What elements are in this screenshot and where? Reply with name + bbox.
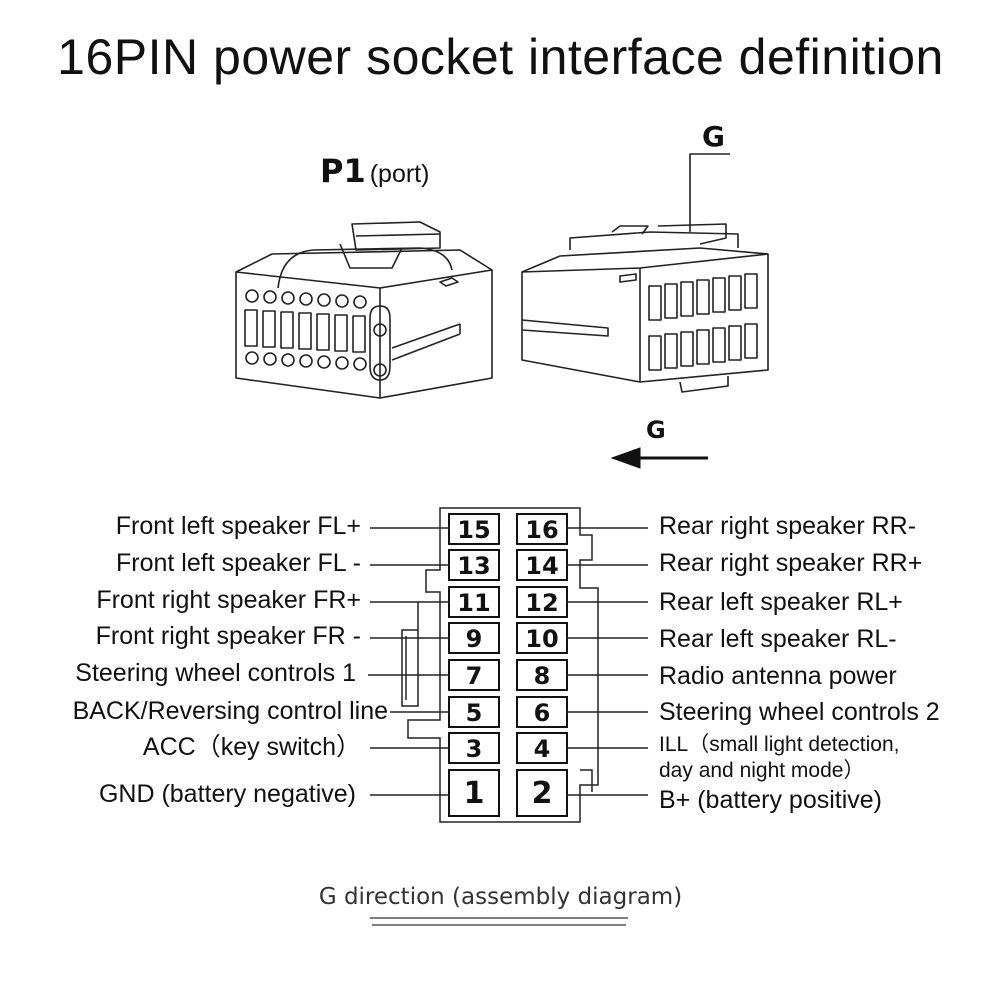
pin-box-9 [448, 622, 500, 654]
pin-box-13 [448, 549, 500, 581]
pin-box-8 [516, 659, 568, 691]
label-pin-6: Steering wheel controls 2 [659, 698, 940, 726]
pin-box-15 [448, 513, 500, 545]
pin-number-15: 15 [457, 516, 490, 544]
label-pin-2: B+ (battery positive) [659, 786, 883, 814]
page-title: 16PIN power socket interface definition [57, 29, 944, 85]
pin-number-5: 5 [466, 699, 483, 727]
pin-number-12: 12 [525, 589, 558, 617]
left-connector-illustration [235, 221, 493, 399]
pinout-block [401, 507, 599, 823]
pin-number-11: 11 [457, 589, 490, 617]
label-pin-15: Front left speaker FL+ [115, 512, 361, 540]
label-pin-16: Rear right speaker RR- [659, 512, 917, 540]
g-label-arrow: G [646, 416, 666, 444]
pin-box-4 [516, 732, 568, 764]
g-direction-arrow [610, 447, 708, 469]
label-pin-4-line2: day and night mode） [659, 759, 865, 782]
diagram-caption: G direction (assembly diagram) [318, 884, 683, 910]
pin-number-16: 16 [525, 516, 558, 544]
right-connector-illustration [521, 153, 769, 393]
label-pin-9: Front right speaker FR - [95, 622, 361, 650]
pin-box-3 [448, 732, 500, 764]
connector-port-note: (port) [369, 160, 430, 188]
label-pin-4-line1: ILL（small light detection, [659, 733, 900, 756]
pin-number-14: 14 [525, 552, 558, 580]
pin-number-8: 8 [534, 662, 551, 690]
pin-number-4: 4 [534, 735, 551, 763]
label-pin-7: Steering wheel controls 1 [75, 659, 356, 687]
pin-box-11 [448, 586, 500, 618]
pin-box-1 [448, 769, 500, 817]
label-pin-10: Rear left speaker RL- [659, 625, 897, 653]
pin-number-6: 6 [534, 699, 551, 727]
pin-number-1: 1 [464, 776, 485, 811]
pin-box-2 [516, 769, 568, 817]
pin-box-16 [516, 513, 568, 545]
pin-numbers: 15 16 13 14 11 12 9 10 7 8 5 6 3 4 1 2 [457, 516, 558, 811]
caption-underline [370, 917, 628, 926]
label-pin-14: Rear right speaker RR+ [659, 549, 923, 577]
label-pin-12: Rear left speaker RL+ [659, 588, 903, 616]
leader-lines [368, 527, 648, 796]
label-pin-4: ILL（small light detection, day and night… [659, 732, 899, 784]
label-pin-3: ACC（key switch） [142, 733, 361, 761]
pin-number-2: 2 [532, 776, 553, 811]
pin-number-13: 13 [457, 552, 490, 580]
label-pin-5: BACK/Reversing control line [72, 697, 388, 725]
pin-box-10 [516, 622, 568, 654]
label-pin-1: GND (battery negative) [98, 780, 356, 808]
label-pin-13: Front left speaker FL - [116, 549, 361, 577]
pin-number-3: 3 [466, 735, 483, 763]
pin-boxes [448, 513, 568, 817]
g-label-top: G [702, 120, 725, 153]
pin-box-7 [448, 659, 500, 691]
pin-number-9: 9 [466, 625, 483, 653]
connector-label: P1(port) [320, 152, 429, 190]
pin-box-5 [448, 696, 500, 728]
label-pin-11: Front right speaker FR+ [96, 586, 361, 614]
connector-name: P1 [320, 152, 366, 190]
pin-number-7: 7 [466, 662, 483, 690]
pin-number-10: 10 [525, 625, 558, 653]
label-pin-8: Radio antenna power [659, 662, 897, 690]
